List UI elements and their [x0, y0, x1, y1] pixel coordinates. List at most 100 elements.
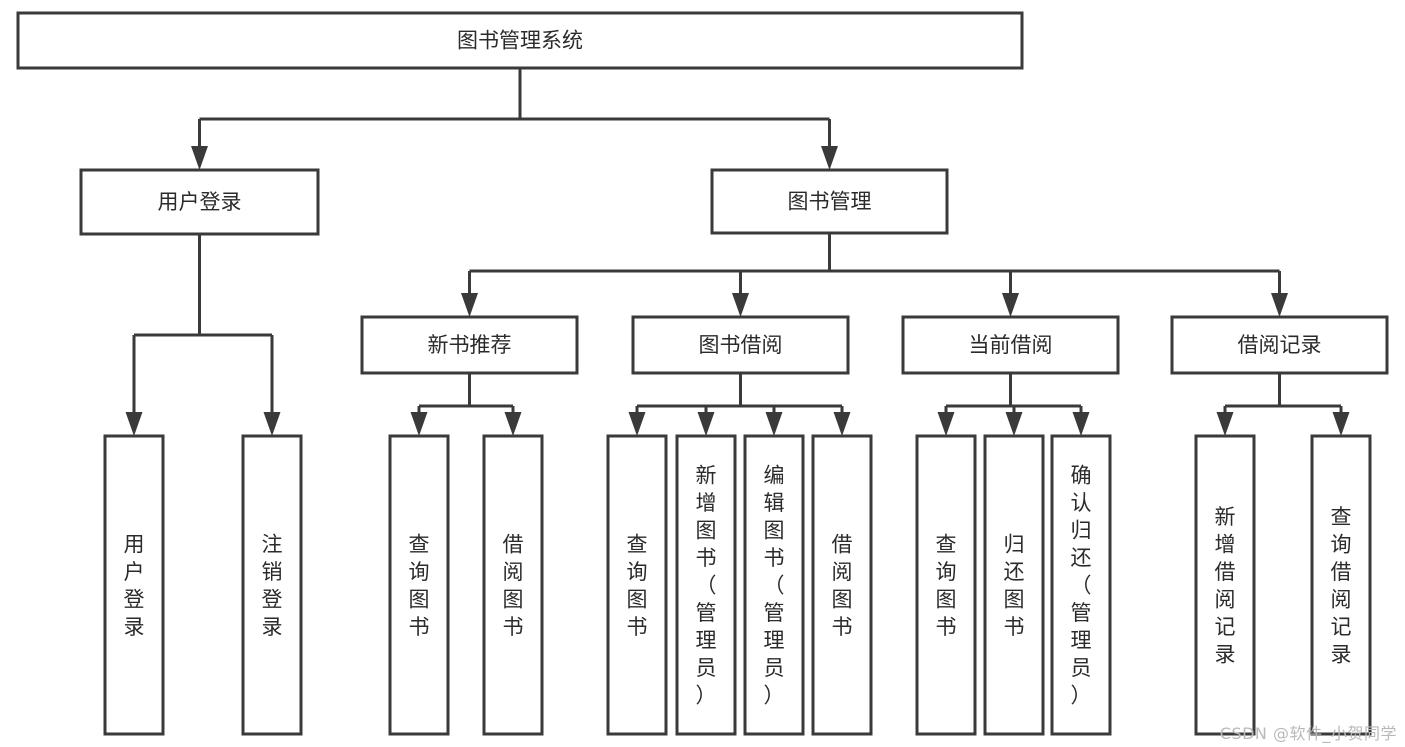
node-label: 确认归还（管理员） — [1071, 464, 1092, 708]
node-box[interactable] — [675, 434, 737, 736]
node-borrow-record[interactable]: 借阅记录 — [1170, 315, 1389, 375]
node-label-char: 图 — [936, 587, 957, 611]
node-leaf-query-book-1[interactable]: 查询图书 — [388, 434, 450, 736]
node-label-char: 借 — [1215, 560, 1236, 584]
arrow-head-icon — [1216, 412, 1234, 436]
node-label-char: 员 — [1071, 656, 1092, 680]
arrow-head-icon — [1072, 412, 1090, 436]
node-box[interactable] — [743, 434, 805, 736]
node-label-char: 理 — [764, 629, 785, 653]
node-leaf-add-borrow-record[interactable]: 新增借阅记录 — [1194, 434, 1256, 736]
node-label-char: 查 — [409, 532, 430, 556]
node-label-char: 借 — [832, 532, 853, 556]
node-label: 注销登录 — [262, 532, 283, 639]
node-leaf-add-book[interactable]: 新增图书（管理员） — [675, 434, 737, 736]
arrow-head-icon — [461, 293, 478, 317]
node-label-char: 查 — [1331, 505, 1352, 529]
node-box[interactable] — [79, 168, 320, 236]
node-new-book-recommend[interactable]: 新书推荐 — [360, 315, 579, 375]
node-label-char: 借 — [503, 532, 524, 556]
node-label-char: 查 — [936, 532, 957, 556]
node-label-char: 辑 — [764, 491, 785, 515]
connector-group-user-login — [125, 234, 281, 436]
connector-group-root — [191, 68, 838, 170]
connector-group-current-borrow — [937, 373, 1090, 436]
arrow-head-icon — [697, 412, 715, 436]
node-box[interactable] — [388, 434, 450, 736]
node-label-char: 还 — [1071, 546, 1092, 570]
node-label-char: 询 — [1331, 532, 1352, 556]
node-label: 借阅图书 — [832, 532, 853, 639]
node-label-char: 图 — [627, 587, 648, 611]
node-label-char: 还 — [1004, 560, 1025, 584]
arrow-head-icon — [504, 412, 522, 436]
node-leaf-logout-login[interactable]: 注销登录 — [241, 434, 303, 736]
node-label-char: ） — [696, 684, 717, 708]
node-leaf-query-book-3[interactable]: 查询图书 — [915, 434, 977, 736]
node-label-char: 书 — [936, 615, 957, 639]
node-label-char: 员 — [696, 656, 717, 680]
node-label-char: 书 — [627, 615, 648, 639]
node-label-char: 归 — [1071, 519, 1092, 543]
node-label: 新书推荐 — [428, 333, 512, 357]
node-box[interactable] — [811, 434, 873, 736]
node-box[interactable] — [606, 434, 668, 736]
arrow-head-icon — [821, 146, 838, 170]
node-book-borrow[interactable]: 图书借阅 — [631, 315, 850, 375]
node-label: 图书管理系统 — [457, 29, 583, 53]
node-label-char: 书 — [503, 615, 524, 639]
arrow-head-icon — [732, 293, 749, 317]
node-box[interactable] — [631, 315, 850, 375]
connector-group-book-borrow — [628, 373, 851, 436]
node-label-char: 阅 — [832, 560, 853, 584]
node-user-login[interactable]: 用户登录 — [79, 168, 320, 236]
arrow-head-icon — [628, 412, 646, 436]
node-label-char: 阅 — [1331, 587, 1352, 611]
node-leaf-confirm-return[interactable]: 确认归还（管理员） — [1050, 434, 1112, 736]
node-label-char: 登 — [262, 587, 283, 611]
node-box[interactable] — [710, 168, 949, 235]
node-label-char: 书 — [764, 546, 785, 570]
node-leaf-borrow-book-2[interactable]: 借阅图书 — [811, 434, 873, 736]
node-box[interactable] — [482, 434, 544, 736]
node-leaf-return-book[interactable]: 归还图书 — [983, 434, 1045, 736]
node-leaf-query-borrow-record[interactable]: 查询借阅记录 — [1310, 434, 1372, 736]
node-current-borrow[interactable]: 当前借阅 — [901, 315, 1120, 375]
node-box[interactable] — [915, 434, 977, 736]
node-box[interactable] — [983, 434, 1045, 736]
csdn-watermark: CSDN @软件_小贺同学 — [1219, 724, 1397, 743]
node-box[interactable] — [901, 315, 1120, 375]
node-leaf-edit-book[interactable]: 编辑图书（管理员） — [743, 434, 805, 736]
connector-group-book-manage — [461, 233, 1288, 317]
node-box[interactable] — [241, 434, 303, 736]
node-label-char: 书 — [696, 546, 717, 570]
connector-group-new-book-recommend — [410, 373, 522, 436]
node-label: 查询图书 — [627, 532, 648, 639]
node-label-char: 记 — [1331, 615, 1352, 639]
node-box[interactable] — [103, 434, 165, 736]
node-leaf-query-book-2[interactable]: 查询图书 — [606, 434, 668, 736]
node-label-char: 增 — [1215, 532, 1236, 556]
node-label: 用户登录 — [124, 532, 145, 639]
node-leaf-user-login[interactable]: 用户登录 — [103, 434, 165, 736]
node-box[interactable] — [1170, 315, 1389, 375]
node-box[interactable] — [1194, 434, 1256, 736]
node-label-char: 记 — [1215, 615, 1236, 639]
node-book-manage[interactable]: 图书管理 — [710, 168, 949, 235]
node-box[interactable] — [1310, 434, 1372, 736]
node-label: 编辑图书（管理员） — [764, 464, 785, 708]
node-label-char: 录 — [1331, 642, 1352, 666]
node-label-char: 书 — [832, 615, 853, 639]
arrow-head-icon — [125, 412, 143, 436]
node-label-char: 注 — [262, 532, 283, 556]
node-label: 图书管理 — [788, 190, 872, 214]
node-label-char: 图 — [1004, 587, 1025, 611]
node-box[interactable] — [360, 315, 579, 375]
node-label-char: 认 — [1071, 491, 1092, 515]
node-label-char: 书 — [1004, 615, 1025, 639]
node-label: 图书借阅 — [699, 333, 783, 357]
node-box[interactable] — [16, 11, 1024, 70]
node-box[interactable] — [1050, 434, 1112, 736]
node-leaf-borrow-book-1[interactable]: 借阅图书 — [482, 434, 544, 736]
node-root[interactable]: 图书管理系统 — [16, 11, 1024, 70]
